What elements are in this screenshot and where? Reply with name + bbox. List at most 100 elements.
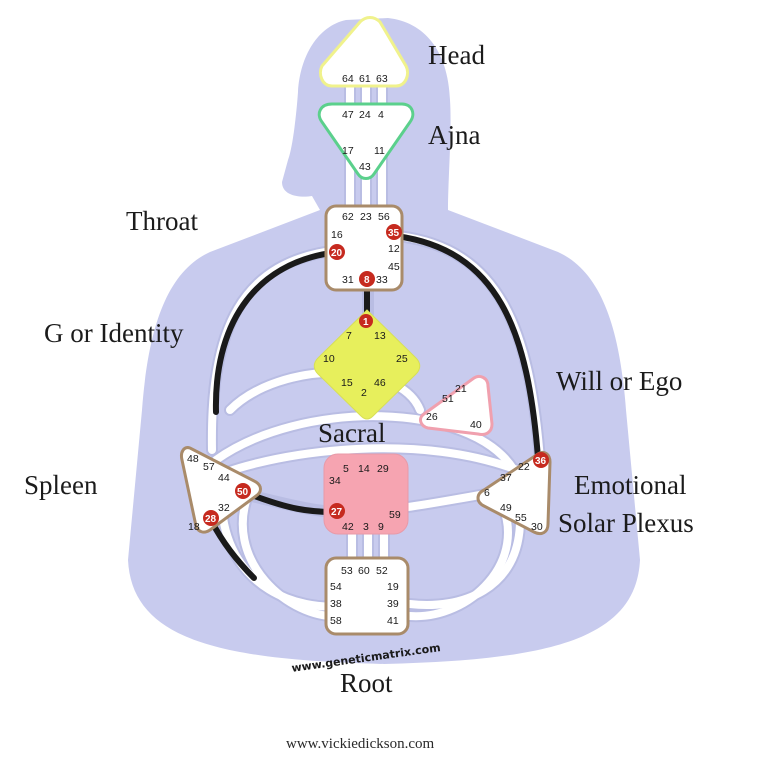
- label-spleen: Spleen: [24, 470, 98, 500]
- gate-17: 17: [342, 145, 354, 157]
- gate-8-marker: [359, 271, 375, 287]
- gate-55: 55: [515, 512, 527, 524]
- gate-29: 29: [377, 463, 389, 475]
- gate-38: 38: [330, 598, 342, 610]
- channel-20-10: [212, 249, 341, 415]
- center-labels: Head Ajna Throat G or Identity Will or E…: [24, 40, 694, 698]
- gate-7: 7: [346, 330, 352, 342]
- gate-8: 8: [364, 275, 370, 286]
- gate-33: 33: [376, 274, 388, 286]
- label-emotional: Emotional: [574, 470, 686, 500]
- gate-36-marker: [533, 452, 549, 468]
- gate-39: 39: [387, 598, 399, 610]
- gate-1-marker: [359, 314, 373, 328]
- channel-35-36: [393, 233, 541, 461]
- gate-34: 34: [329, 475, 341, 487]
- label-root: Root: [340, 668, 393, 698]
- gate-30: 30: [531, 521, 543, 533]
- gate-20-marker: [329, 244, 345, 260]
- gate-10: 10: [323, 353, 335, 365]
- gate-37: 37: [500, 472, 512, 484]
- gate-21: 21: [455, 383, 467, 395]
- centers: [180, 16, 552, 636]
- label-solar-plexus: Solar Plexus: [558, 508, 694, 538]
- gate-51: 51: [442, 393, 454, 405]
- gate-63: 63: [376, 73, 388, 85]
- gate-61: 61: [359, 73, 371, 85]
- root-center: [324, 556, 410, 636]
- gate-57: 57: [203, 461, 215, 473]
- active-gate-markers: [203, 224, 549, 526]
- gate-41: 41: [387, 615, 399, 627]
- throat-center: [324, 204, 404, 292]
- gate-6: 6: [484, 487, 490, 499]
- gate-54: 54: [330, 581, 342, 593]
- will-center: [419, 374, 494, 436]
- g-center: [313, 309, 421, 420]
- channel-28-38: [209, 519, 257, 581]
- gate-19: 19: [387, 581, 399, 593]
- gate-46: 46: [374, 377, 386, 389]
- label-head: Head: [428, 40, 485, 70]
- gate-23: 23: [360, 211, 372, 223]
- gate-53: 53: [341, 565, 353, 577]
- gate-12: 12: [388, 243, 400, 255]
- gate-25: 25: [396, 353, 408, 365]
- gate-31: 31: [342, 274, 354, 286]
- gate-28-marker: [203, 510, 219, 526]
- gate-50-marker: [235, 483, 251, 499]
- gate-62: 62: [342, 211, 354, 223]
- gate-32: 32: [218, 502, 230, 514]
- label-throat: Throat: [126, 206, 198, 236]
- gate-18: 18: [188, 521, 200, 533]
- gate-26: 26: [426, 411, 438, 423]
- label-sacral: Sacral: [318, 418, 385, 448]
- gate-28: 28: [205, 514, 217, 525]
- gate-49: 49: [500, 502, 512, 514]
- gate-1: 1: [363, 317, 369, 328]
- gate-58: 58: [330, 615, 342, 627]
- ajna-center: [317, 102, 415, 180]
- gate-47: 47: [342, 109, 354, 121]
- gate-40: 40: [470, 419, 482, 431]
- emotional-center: [476, 450, 552, 536]
- gate-9: 9: [378, 521, 384, 533]
- gate-14: 14: [358, 463, 370, 475]
- gate-22: 22: [518, 461, 530, 473]
- label-g-identity: G or Identity: [44, 318, 184, 348]
- gate-42: 42: [342, 521, 354, 533]
- gate-44: 44: [218, 472, 230, 484]
- gate-59: 59: [389, 509, 401, 521]
- gate-2: 2: [361, 387, 367, 399]
- gate-11: 11: [374, 145, 385, 157]
- spleen-center: [180, 446, 262, 534]
- gate-56: 56: [378, 211, 390, 223]
- gate-3: 3: [363, 521, 369, 533]
- sacral-center: [323, 453, 409, 535]
- gate-43: 43: [359, 161, 371, 173]
- gate-50: 50: [237, 487, 249, 498]
- gate-64: 64: [342, 73, 354, 85]
- gate-20: 20: [331, 248, 343, 259]
- gate-13: 13: [374, 330, 386, 342]
- gate-60: 60: [358, 565, 370, 577]
- gate-48: 48: [187, 453, 199, 465]
- gate-45: 45: [388, 261, 400, 273]
- footer-url: www.vickiedickson.com: [286, 736, 434, 752]
- gate-4: 4: [378, 109, 384, 121]
- gate-5: 5: [343, 463, 349, 475]
- gate-27-marker: [329, 503, 345, 519]
- gate-15: 15: [341, 377, 353, 389]
- head-center: [318, 16, 410, 88]
- label-will-ego: Will or Ego: [556, 366, 682, 396]
- gate-24: 24: [359, 109, 371, 121]
- gate-16: 16: [331, 229, 343, 241]
- gate-numbers: 64 61 63 47 24 4 17 11 43 62 23 56 16 35…: [187, 73, 547, 627]
- gate-36: 36: [535, 456, 547, 467]
- gate-52: 52: [376, 565, 388, 577]
- gate-35-marker: [386, 224, 402, 240]
- gate-35: 35: [388, 228, 400, 239]
- label-ajna: Ajna: [428, 120, 481, 150]
- gate-27: 27: [331, 507, 343, 518]
